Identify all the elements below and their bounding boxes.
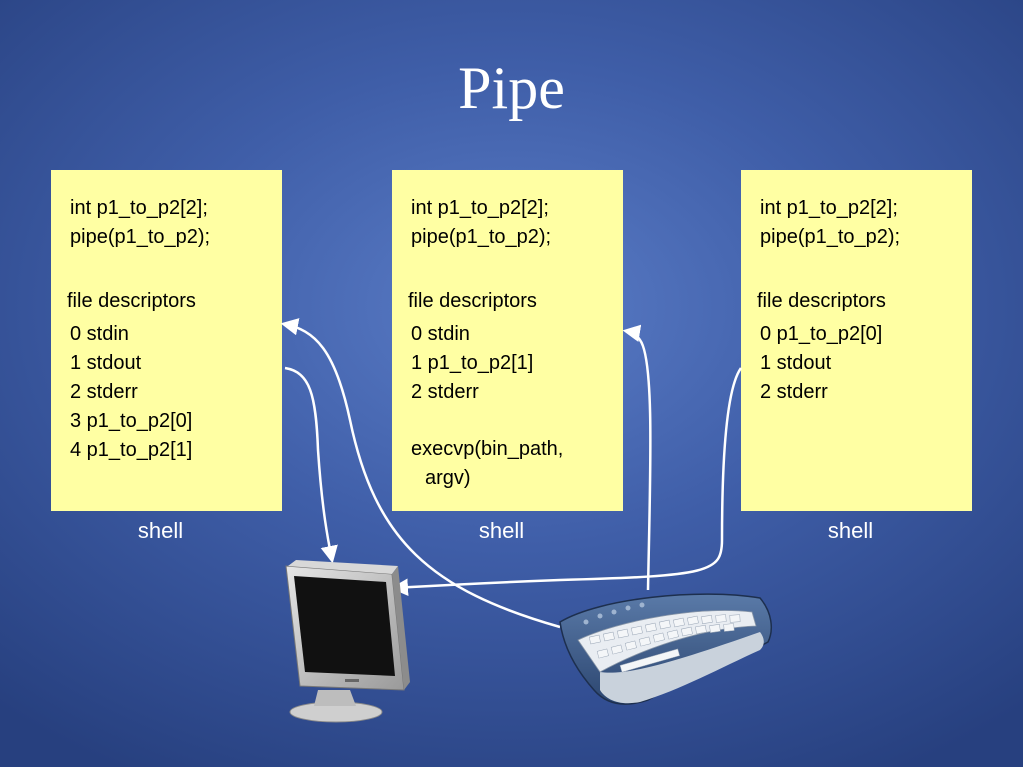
code-line: int p1_to_p2[2]; [760, 197, 898, 219]
fd-entry: 2 stderr [760, 381, 828, 403]
code-block: int p1_to_p2[2]; pipe(p1_to_p2); [760, 194, 900, 252]
fd-table-title: file descriptors [67, 290, 196, 312]
code-line: pipe(p1_to_p2); [70, 226, 211, 248]
fd-entry: 1 p1_to_p2[1] [411, 352, 534, 374]
fd-list: 0 p1_to_p2[0] 1 stdout 2 stderr [760, 320, 882, 407]
slide-title: Pipe [458, 55, 565, 121]
code-block: int p1_to_p2[2]; pipe(p1_to_p2); [70, 194, 210, 252]
process-box-3: int p1_to_p2[2]; pipe(p1_to_p2); file de… [741, 170, 972, 511]
fd-list: 0 stdin 1 p1_to_p2[1] 2 stderr [411, 320, 533, 407]
arrow-stdout-1-to-monitor [284, 366, 338, 564]
fd-list: 0 stdin 1 stdout 2 stderr 3 p1_to_p2[0] … [70, 320, 192, 465]
code-line: int p1_to_p2[2]; [70, 197, 208, 219]
shell-label-2: shell [478, 518, 525, 543]
exec-call: execvp(bin_path, argv) [411, 435, 563, 493]
arrow-keyboard-to-stdin-1 [280, 318, 561, 629]
shell-label-3: shell [827, 518, 874, 543]
fd-entry: 0 p1_to_p2[0] [760, 323, 883, 345]
code-line: pipe(p1_to_p2); [411, 226, 552, 248]
shell-label-1: shell [137, 518, 184, 543]
fd-entry: 2 stderr [70, 381, 138, 403]
fd-entry: 3 p1_to_p2[0] [70, 410, 193, 432]
arrow-stdout-3-to-monitor [390, 367, 743, 596]
fd-entry: 2 stderr [411, 381, 479, 403]
keyboard-icon [559, 593, 773, 705]
fd-entry: 0 stdin [70, 323, 129, 345]
code-block: int p1_to_p2[2]; pipe(p1_to_p2); [411, 194, 551, 252]
monitor-icon [285, 560, 410, 723]
fd-entry: 4 p1_to_p2[1] [70, 439, 193, 461]
fd-entry: 1 stdout [70, 352, 142, 374]
code-line: int p1_to_p2[2]; [411, 197, 549, 219]
process-box-1: int p1_to_p2[2]; pipe(p1_to_p2); file de… [51, 170, 282, 511]
code-line: argv) [425, 467, 471, 489]
code-line: execvp(bin_path, [411, 438, 564, 460]
fd-entry: 1 stdout [760, 352, 832, 374]
process-box-2: int p1_to_p2[2]; pipe(p1_to_p2); file de… [392, 170, 623, 511]
fd-table-title: file descriptors [757, 290, 886, 312]
fd-table-title: file descriptors [408, 290, 537, 312]
fd-entry: 0 stdin [411, 323, 470, 345]
arrow-keyboard-to-stdin-2 [622, 324, 652, 591]
code-line: pipe(p1_to_p2); [760, 226, 901, 248]
